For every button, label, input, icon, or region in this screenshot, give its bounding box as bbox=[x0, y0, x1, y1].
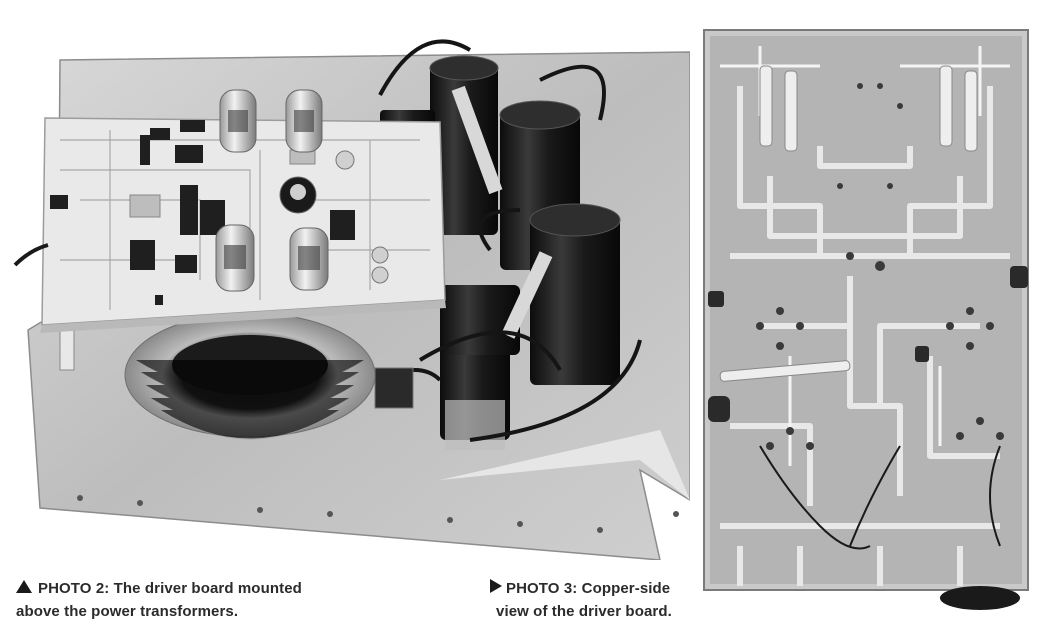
photo3-caption-line2: view of the driver board. bbox=[496, 603, 672, 620]
photo-driver-board-mounted bbox=[13, 39, 690, 560]
photo3-caption: PHOTO 3: Copper-side view of the driver … bbox=[490, 577, 690, 623]
photo3-caption-line1: Copper-side bbox=[577, 580, 671, 597]
vacuum-tubes bbox=[215, 89, 329, 292]
triangle-up-icon bbox=[16, 580, 32, 593]
triangle-right-icon bbox=[490, 579, 502, 593]
photo3-caption-label: PHOTO 3: bbox=[506, 580, 578, 597]
photo-driver-board-copper-side bbox=[703, 29, 1029, 610]
photo2-caption-line1: The driver board mounted bbox=[109, 580, 302, 597]
photo2-caption: PHOTO 2: The driver board mounted above … bbox=[16, 577, 346, 623]
bridge-rectifier bbox=[374, 367, 414, 409]
photo2-caption-line2: above the power transformers. bbox=[16, 603, 239, 620]
photo2-caption-label: PHOTO 2: bbox=[38, 580, 110, 597]
